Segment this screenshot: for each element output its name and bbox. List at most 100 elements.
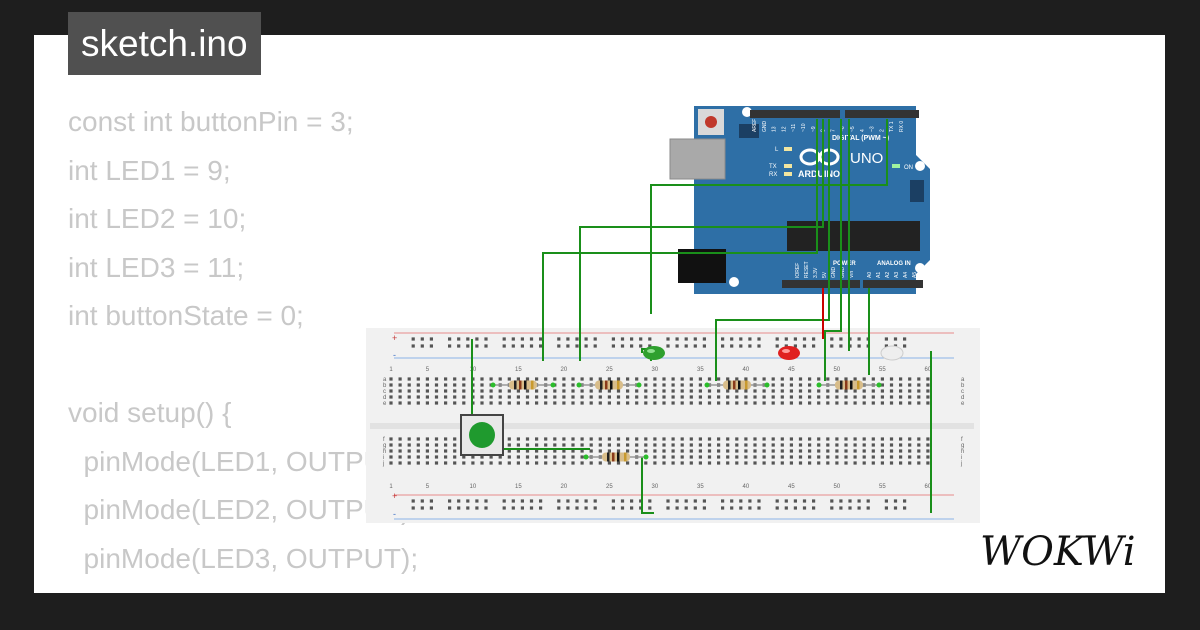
resistor-band: [600, 380, 603, 390]
breadboard-hole: [607, 443, 611, 447]
rail-hole: [693, 506, 697, 510]
breadboard-hole: [544, 377, 548, 381]
breadboard-hole: [389, 449, 393, 453]
digital-pin-label: AREF: [752, 119, 758, 132]
breadboard-hole: [525, 401, 530, 405]
rail-hole: [666, 506, 670, 510]
breadboard-hole: [826, 389, 830, 393]
breadboard-hole: [771, 401, 775, 405]
breadboard-hole: [808, 395, 812, 399]
rail-hole: [903, 337, 907, 341]
breadboard-hole: [744, 461, 748, 465]
pushbutton-cap[interactable]: [469, 422, 495, 448]
row-letter: a: [383, 377, 387, 383]
breadboard-hole: [416, 443, 420, 447]
digital-pin-label: 13: [772, 126, 778, 132]
rail-hole: [429, 344, 433, 348]
rail-hole: [584, 344, 588, 348]
analog-pin-label: A5: [912, 272, 918, 278]
file-tab[interactable]: sketch.ino: [68, 12, 261, 75]
breadboard-hole: [844, 461, 848, 465]
breadboard-hole: [680, 449, 684, 453]
breadboard-hole: [444, 443, 448, 447]
arduino-brand-label: ARDUINO: [798, 169, 840, 179]
led-red[interactable]: [778, 346, 800, 360]
rail-hole: [793, 506, 797, 510]
breadboard-hole: [689, 449, 693, 453]
breadboard-hole: [516, 449, 520, 453]
breadboard-hole: [535, 449, 539, 453]
rail-hole: [775, 344, 779, 348]
led-white[interactable]: [880, 345, 904, 361]
code-line: void setup() {: [68, 397, 232, 428]
rail-hole: [702, 506, 706, 510]
rail-hole: [748, 499, 752, 503]
rail-hole: [511, 499, 515, 503]
breadboard-hole: [908, 443, 912, 447]
breadboard-hole: [926, 401, 930, 405]
rail-hole: [466, 506, 470, 510]
breadboard-hole: [762, 395, 766, 399]
breadboard-hole: [471, 461, 475, 465]
breadboard-hole: [589, 461, 593, 465]
breadboard-hole: [616, 377, 621, 381]
breadboard-hole: [444, 395, 448, 399]
rail-hole: [630, 337, 634, 341]
breadboard-hole: [553, 443, 557, 447]
breadboard-hole: [817, 395, 821, 399]
led-green[interactable]: [643, 346, 665, 360]
breadboard-hole: [880, 383, 884, 387]
breadboard-hole: [407, 377, 411, 381]
breadboard-hole: [917, 389, 921, 393]
breadboard-hole: [926, 437, 930, 441]
code-line: pinMode(LED3, OUTPUT);: [68, 542, 419, 574]
breadboard-hole: [571, 455, 575, 459]
power-pin-label: RESET: [804, 261, 810, 278]
rail-hole: [884, 506, 888, 510]
breadboard-hole: [680, 395, 684, 399]
breadboard-hole: [808, 383, 812, 387]
breadboard-hole: [771, 455, 775, 459]
breadboard-hole: [717, 437, 721, 441]
rail-hole: [639, 337, 643, 341]
rail-hole: [630, 344, 634, 348]
breadboard-hole: [453, 395, 457, 399]
breadboard-hole: [808, 401, 812, 405]
rail-hole: [448, 506, 452, 510]
breadboard-hole: [771, 443, 775, 447]
breadboard-hole: [771, 377, 775, 381]
breadboard-hole: [862, 437, 866, 441]
row-letter: e: [383, 401, 387, 407]
rail-hole: [793, 337, 797, 341]
rail-hole: [611, 337, 615, 341]
pushbutton[interactable]: [460, 414, 504, 456]
breadboard-hole: [689, 389, 693, 393]
mount-hole: [742, 107, 752, 117]
wokwi-logo: WOKWi: [980, 529, 1136, 575]
breadboard-hole: [525, 377, 530, 381]
breadboard-hole: [862, 377, 866, 381]
breadboard-hole: [398, 377, 402, 381]
breadboard-hole: [598, 449, 602, 453]
row-letter: a: [961, 377, 965, 383]
rail-hole: [502, 344, 506, 348]
breadboard-hole: [535, 377, 539, 381]
rail-hole: [675, 499, 679, 503]
breadboard-hole: [434, 401, 439, 405]
breadboard-hole: [453, 389, 457, 393]
rail-hole: [802, 506, 807, 510]
rail-hole: [584, 499, 588, 503]
breadboard-hole: [389, 461, 393, 465]
breadboard-hole: [562, 449, 566, 453]
breadboard-hole: [680, 383, 684, 387]
breadboard-hole: [653, 437, 657, 441]
breadboard-hole: [753, 401, 757, 405]
breadboard-hole: [407, 443, 411, 447]
breadboard-hole: [789, 443, 793, 447]
breadboard-hole: [653, 449, 657, 453]
breadboard-hole: [926, 449, 930, 453]
breadboard-hole: [653, 455, 657, 459]
breadboard-hole: [889, 395, 894, 399]
rail-hole: [666, 344, 670, 348]
row-letter: h: [383, 449, 386, 455]
